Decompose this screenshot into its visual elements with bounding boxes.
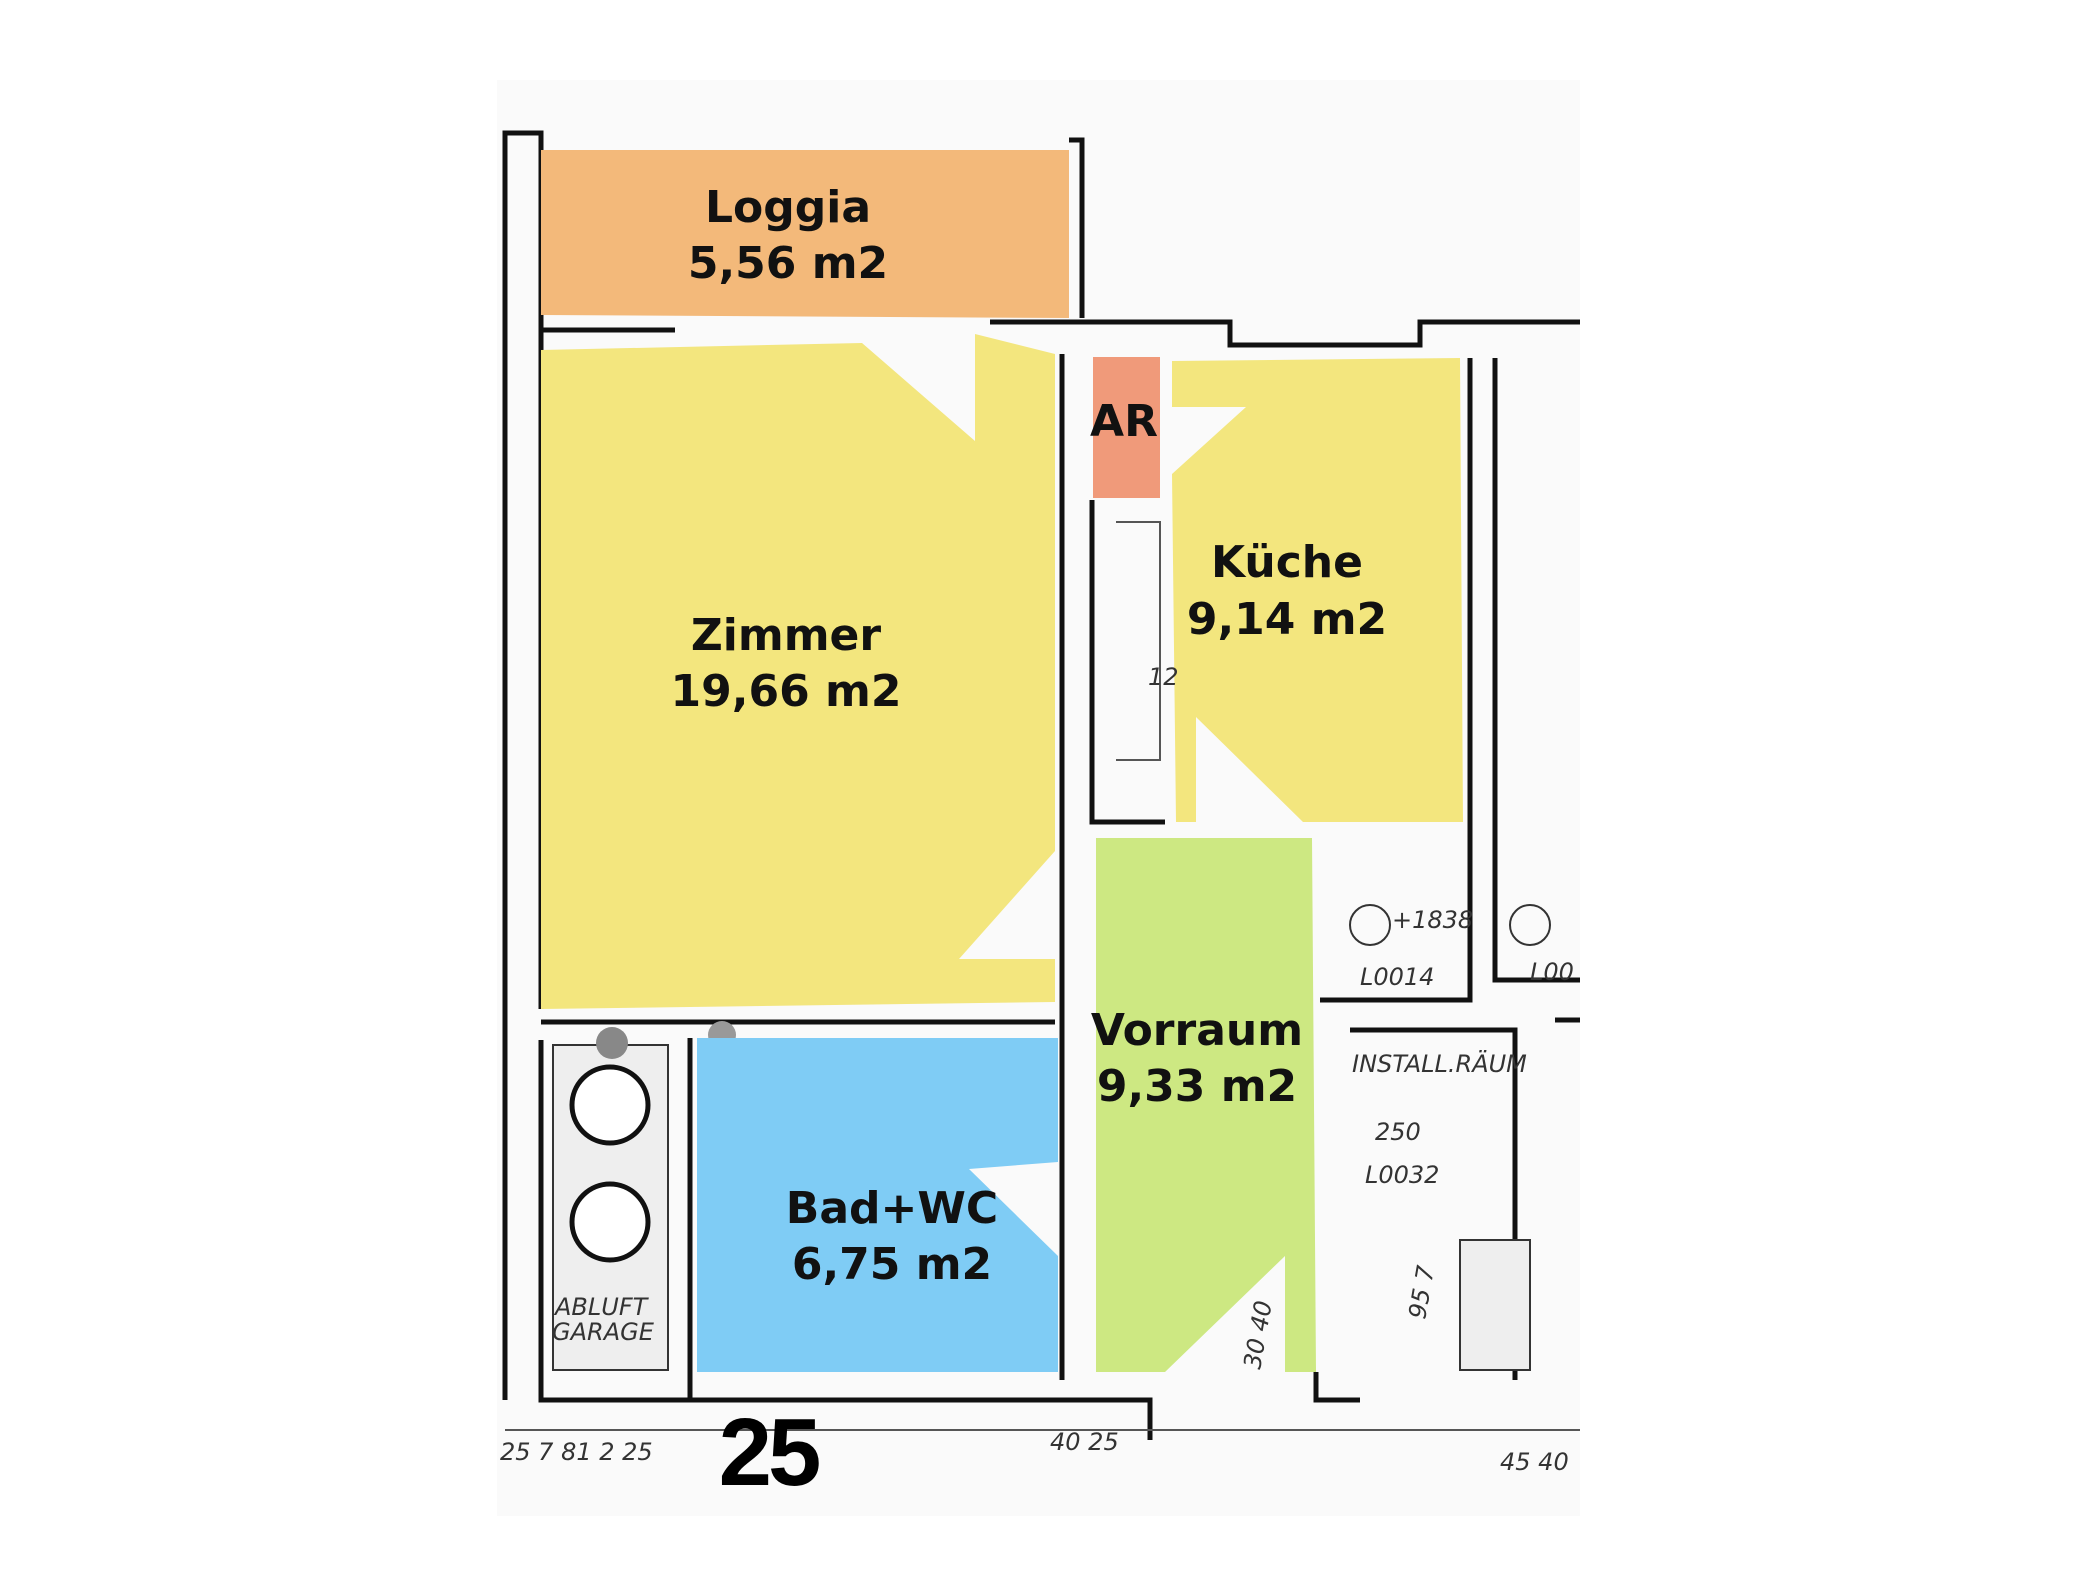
zimmer-name: Zimmer xyxy=(691,610,882,661)
kueche-name: Küche xyxy=(1211,537,1363,588)
loggia-name: Loggia xyxy=(705,182,871,233)
room-vorraum xyxy=(1096,838,1316,1372)
dimension-bottom-right: 45 40 xyxy=(1500,1448,1569,1476)
ar-name: AR xyxy=(1090,396,1158,447)
annotation-install: INSTALL.RÄUM xyxy=(1352,1049,1527,1078)
loggia-area: 5,56 m2 xyxy=(688,238,888,289)
annotation-250: 250 xyxy=(1375,1118,1421,1146)
annotation-abluft: ABLUFT xyxy=(553,1293,650,1321)
annotation-level: +1838 xyxy=(1392,906,1473,934)
room-ar xyxy=(1093,357,1160,498)
annotation-garage: GARAGE xyxy=(552,1318,655,1346)
vent-circle-icon xyxy=(569,1181,651,1263)
room-bad xyxy=(697,1038,1058,1372)
vorraum-name: Vorraum xyxy=(1091,1005,1303,1056)
dimension-bottom-mid: 40 25 xyxy=(1050,1428,1119,1456)
unit-number: 25 xyxy=(719,1399,819,1506)
bad-area: 6,75 m2 xyxy=(792,1239,992,1290)
room-kueche xyxy=(1172,358,1463,822)
annotation-code2: L0032 xyxy=(1365,1161,1439,1189)
zimmer-area: 19,66 m2 xyxy=(671,666,902,717)
dimension-bottom-left: 25 7 81 2 25 xyxy=(500,1438,653,1466)
annotation-code1: L0014 xyxy=(1360,963,1434,991)
annotation-code3: L00 xyxy=(1530,958,1574,986)
vent-circle-icon xyxy=(569,1064,651,1146)
room-loggia xyxy=(541,150,1069,318)
room-zimmer xyxy=(541,334,1055,1009)
annotation-12: 12 xyxy=(1148,663,1179,691)
bad-name: Bad+WC xyxy=(786,1183,998,1234)
vorraum-area: 9,33 m2 xyxy=(1097,1061,1297,1112)
kueche-area: 9,14 m2 xyxy=(1187,594,1387,645)
